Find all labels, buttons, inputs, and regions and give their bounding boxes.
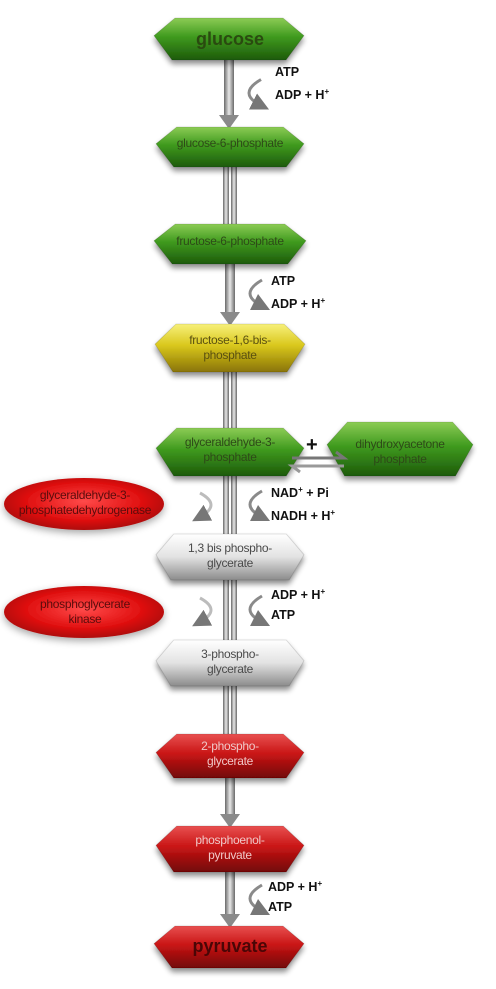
cofactor-c4: ADP + H+ ATP [271, 582, 325, 625]
enzyme-label-gapdh: glyceraldehyde-3- phosphatedehydrogenase [18, 488, 152, 517]
cofactor-c4-in-line: ADP + H+ [271, 582, 325, 605]
cofactor-c1-out-line: ADP + H+ [275, 82, 329, 105]
plus-sign: + [306, 434, 318, 456]
reaction-arrow-5 [223, 474, 237, 536]
cofactor-c3: NAD+ + Pi NADH + H+ [271, 480, 335, 526]
reaction-arrows [192, 58, 271, 928]
metabolite-node-pep [155, 825, 305, 873]
metabolite-node-pg2 [155, 733, 305, 779]
cofactor-c2-in: ATP [271, 274, 296, 288]
cofactor-c3-out: NADH + H [271, 509, 331, 523]
reaction-arrow-3 [220, 262, 240, 326]
cofactor-curl-1 [247, 78, 270, 110]
equilibrium-arrows [287, 450, 349, 474]
cofactor-c3-in-line: NAD+ + Pi [271, 480, 335, 503]
metabolite-node-dhap [326, 421, 474, 477]
cofactor-c5-out: ATP [268, 900, 293, 914]
metabolite-nodes [153, 17, 307, 969]
cofactor-c4-in: ADP + H [271, 588, 321, 602]
reaction-arrow-7 [223, 684, 237, 736]
cofactor-c3-out-sup: + [330, 508, 336, 517]
cofactor-c1: ATP ADP + H+ [275, 62, 329, 105]
cofactor-curl-4 [192, 594, 271, 627]
cofactor-c2-out: ADP + H [271, 297, 321, 311]
cofactor-c5-in-line: ADP + H+ [268, 874, 322, 897]
reaction-arrow-2 [223, 165, 237, 226]
cofactor-c5-in: ADP + H [268, 880, 318, 894]
cofactor-c5-in-sup: + [317, 879, 323, 888]
enzyme-oval-pgk [4, 586, 164, 638]
enzyme-label-pgk: phosphoglycerate kinase [40, 597, 130, 626]
reaction-arrow-9 [220, 870, 240, 928]
enzyme-oval-gapdh [4, 478, 164, 530]
cofactor-c3-in-rest: + Pi [302, 486, 329, 500]
cofactor-curl-5 [248, 883, 271, 916]
cofactor-c3-in-sup: + [298, 485, 303, 494]
metabolite-node-glucose [153, 17, 305, 61]
reaction-arrow-1 [219, 58, 239, 129]
cofactor-c3-in: NAD [271, 486, 299, 500]
cofactor-c3-out-line: NADH + H+ [271, 503, 335, 526]
metabolite-node-pyruvate [153, 925, 305, 969]
metabolite-node-pg3 [155, 639, 305, 687]
reaction-arrow-8 [220, 776, 240, 828]
cofactor-c2-out-sup: + [320, 296, 326, 305]
metabolite-node-f6p [153, 223, 307, 265]
cofactor-c4-in-sup: + [320, 587, 326, 596]
metabolite-node-g6p [155, 126, 305, 168]
reaction-arrow-6 [223, 578, 237, 642]
cofactor-curl-2 [248, 278, 271, 311]
metabolite-node-bpg [155, 533, 305, 581]
cofactor-c2: ATP ADP + H+ [271, 271, 325, 314]
cofactor-c1-out-sup: + [324, 87, 330, 96]
cofactor-c5: ADP + H+ ATP [268, 874, 322, 917]
cofactor-c1-out: ADP + H [275, 88, 325, 102]
cofactor-c1-in: ATP [275, 65, 300, 79]
metabolite-node-gap [155, 427, 305, 477]
metabolite-node-f16bp [154, 323, 306, 373]
cofactor-c4-out: ATP [271, 608, 296, 622]
cofactor-curl-3 [192, 489, 271, 522]
cofactor-c2-out-line: ADP + H+ [271, 291, 325, 314]
reaction-arrow-4 [223, 370, 237, 430]
side-elements [4, 421, 474, 638]
